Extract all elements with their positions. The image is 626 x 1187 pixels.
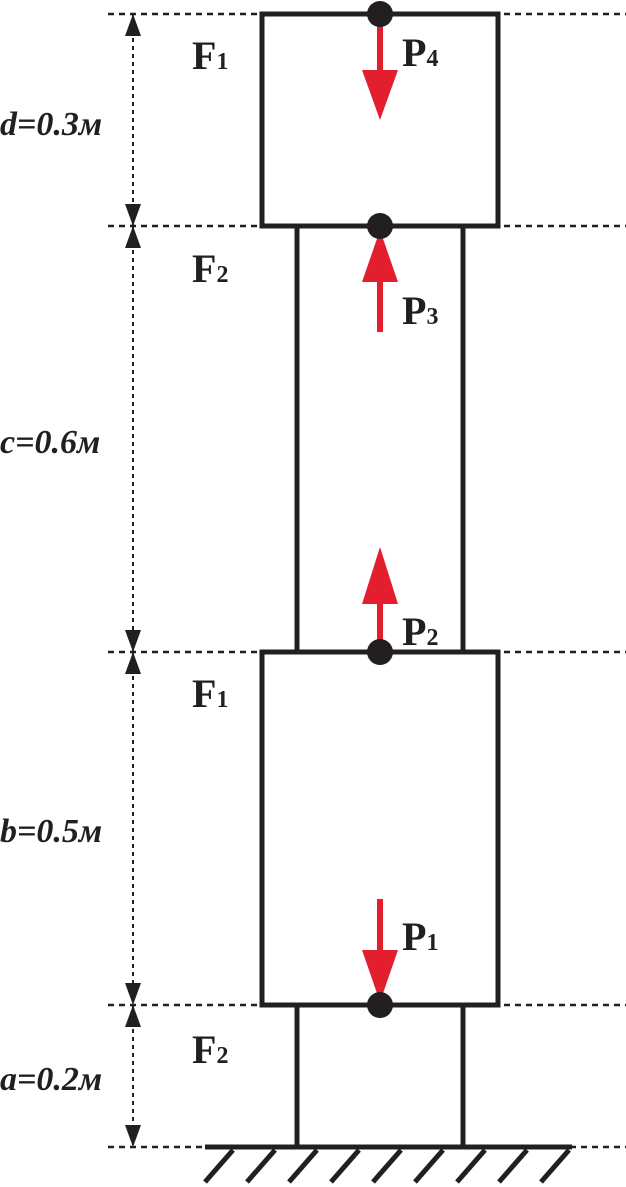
dim-arrow-a-bottom <box>125 1125 141 1147</box>
ground-hatch <box>413 1148 445 1184</box>
ground-hatch <box>539 1148 571 1184</box>
dimension-label-a: a=0.2м <box>0 1061 102 1098</box>
fixed-support <box>203 1144 572 1184</box>
dim-arrow-d-bottom <box>125 204 141 226</box>
force-p3-arrowhead <box>362 230 398 282</box>
area-label-a: F2 <box>192 1027 228 1072</box>
ground-hatch <box>287 1148 319 1184</box>
dimension-label-b: b=0.5м <box>0 813 102 850</box>
area-label-b: F1 <box>192 671 228 716</box>
force-label-p3: P3 <box>402 288 438 333</box>
dim-arrow-c-top <box>125 226 141 248</box>
dimension-label-c: c=0.6м <box>0 424 100 461</box>
dimension-line <box>125 14 141 1147</box>
force-p2-arrowhead <box>362 547 398 604</box>
guide-lines <box>108 12 626 1149</box>
ground-hatch <box>371 1148 403 1184</box>
force-label-p1: P1 <box>402 914 438 959</box>
dim-arrow-b-bottom <box>125 983 141 1005</box>
ground-hatch <box>455 1148 487 1184</box>
area-label-c: F2 <box>192 246 228 291</box>
node-c-b <box>367 639 393 665</box>
dim-arrow-b-top <box>125 652 141 674</box>
force-p1-arrowhead <box>362 950 398 1002</box>
forces <box>362 1 398 1018</box>
node-d-c <box>367 213 393 239</box>
ground-hatch <box>245 1148 277 1184</box>
node-top <box>367 1 393 27</box>
force-label-p2: P2 <box>402 609 438 654</box>
dim-arrow-a-top <box>125 1005 141 1027</box>
ground-hatch <box>203 1148 235 1184</box>
ground-hatch <box>329 1148 361 1184</box>
dim-arrow-c-bottom <box>125 630 141 652</box>
force-label-p4: P4 <box>402 30 438 75</box>
ground-hatch <box>497 1148 529 1184</box>
dimension-label-d: d=0.3м <box>0 106 102 143</box>
area-label-d: F1 <box>192 33 228 78</box>
dim-arrow-d-top <box>125 14 141 36</box>
node-b-a <box>367 992 393 1018</box>
force-p4-arrowhead <box>362 70 398 120</box>
